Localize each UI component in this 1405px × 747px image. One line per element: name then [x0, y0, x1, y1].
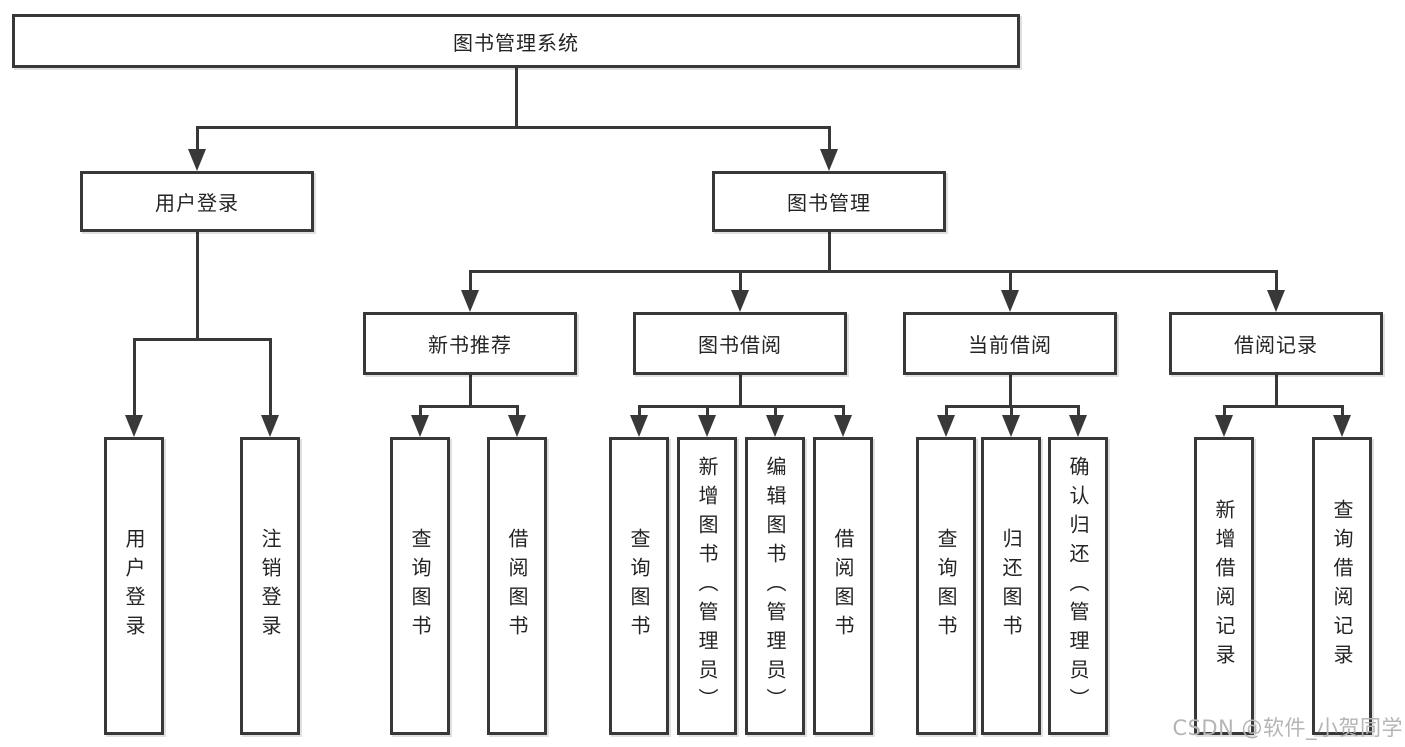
- csdn-watermark: CSDN @软件_小贺同学: [1172, 716, 1403, 740]
- connector-line: [828, 126, 831, 152]
- arrowhead-down-icon: [834, 415, 852, 437]
- leaf-edit-books-admin: 编辑图书（管理员）: [745, 437, 805, 735]
- connector-line: [842, 405, 845, 418]
- arrowhead-down-icon: [1333, 415, 1351, 437]
- leaf-query-borrow-record: 查询借阅记录: [1312, 437, 1372, 735]
- arrowhead-down-icon: [411, 415, 429, 437]
- arrowhead-down-icon: [820, 149, 838, 171]
- leaf-confirm-return-admin: 确认归还（管理员）: [1048, 437, 1108, 735]
- leaf-query-books: 查询图书: [609, 437, 669, 735]
- connector-line: [469, 270, 472, 293]
- leaf-return-books: 归还图书: [981, 437, 1041, 735]
- arrowhead-down-icon: [1001, 290, 1019, 312]
- connector-line: [1009, 270, 1012, 293]
- arrowhead-down-icon: [1267, 290, 1285, 312]
- arrowhead-down-icon: [508, 415, 526, 437]
- connector-line: [469, 270, 1277, 273]
- connector-line: [196, 232, 199, 341]
- connector-line: [1010, 405, 1013, 418]
- connector-line: [469, 375, 472, 408]
- arrowhead-down-icon: [731, 290, 749, 312]
- connector-line: [515, 68, 518, 129]
- arrowhead-down-icon: [188, 149, 206, 171]
- connector-line: [638, 405, 845, 408]
- leaf-borrow-books: 借阅图书: [487, 437, 547, 735]
- arrowhead-down-icon: [1002, 415, 1020, 437]
- arrowhead-down-icon: [766, 415, 784, 437]
- arrowhead-down-icon: [261, 415, 279, 437]
- connector-line: [419, 405, 422, 418]
- connector-line: [1275, 270, 1278, 293]
- arrowhead-down-icon: [1069, 415, 1087, 437]
- connector-line: [706, 405, 709, 418]
- arrowhead-down-icon: [461, 290, 479, 312]
- node-user-login: 用户登录: [80, 171, 314, 232]
- connector-line: [196, 126, 199, 152]
- leaf-add-books-admin: 新增图书（管理员）: [677, 437, 737, 735]
- connector-line: [269, 338, 272, 417]
- arrowhead-down-icon: [125, 415, 143, 437]
- node-borrowing-records: 借阅记录: [1169, 312, 1383, 375]
- connector-line: [133, 338, 272, 341]
- node-book-management: 图书管理: [712, 171, 946, 232]
- leaf-query-books: 查询图书: [916, 437, 976, 735]
- node-current-borrowing: 当前借阅: [903, 312, 1117, 375]
- connector-line: [196, 126, 831, 129]
- connector-line: [1275, 375, 1278, 408]
- connector-line: [739, 270, 742, 293]
- connector-line: [1223, 405, 1226, 418]
- connector-line: [1341, 405, 1344, 418]
- arrowhead-down-icon: [630, 415, 648, 437]
- node-library-management-system: 图书管理系统: [12, 14, 1020, 68]
- connector-line: [516, 405, 519, 418]
- connector-line: [133, 338, 136, 417]
- connector-line: [1077, 405, 1080, 418]
- connector-line: [1223, 405, 1344, 408]
- node-new-book-recommendation: 新书推荐: [363, 312, 577, 375]
- connector-line: [419, 405, 519, 408]
- arrowhead-down-icon: [937, 415, 955, 437]
- connector-line: [774, 405, 777, 418]
- leaf-user-login: 用户登录: [104, 437, 164, 735]
- leaf-borrow-books: 借阅图书: [813, 437, 873, 735]
- connector-line: [945, 405, 948, 418]
- connector-line: [638, 405, 641, 418]
- arrowhead-down-icon: [698, 415, 716, 437]
- leaf-add-borrow-record: 新增借阅记录: [1194, 437, 1254, 735]
- connector-line: [1009, 375, 1012, 408]
- connector-line: [828, 232, 831, 273]
- node-book-borrowing: 图书借阅: [633, 312, 847, 375]
- arrowhead-down-icon: [1215, 415, 1233, 437]
- connector-line: [739, 375, 742, 408]
- leaf-logout: 注销登录: [240, 437, 300, 735]
- leaf-query-books: 查询图书: [390, 437, 450, 735]
